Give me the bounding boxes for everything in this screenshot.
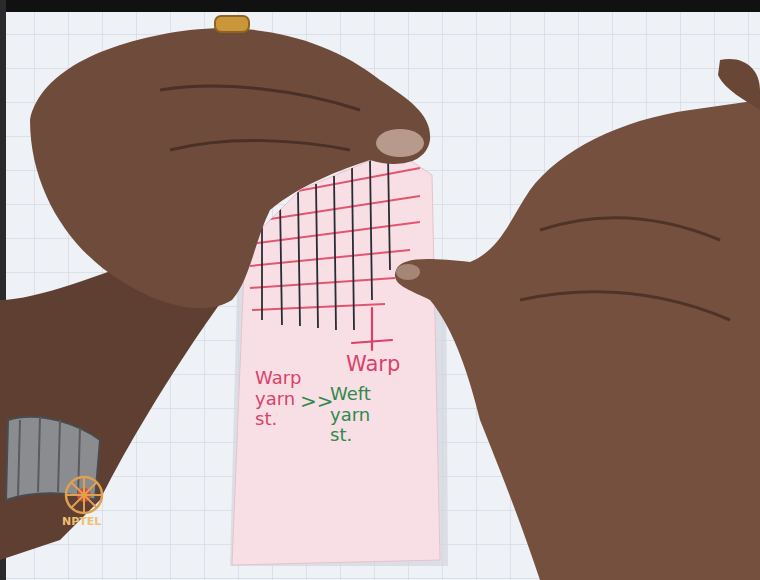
right-fingertip <box>718 59 760 110</box>
fingernail <box>396 264 420 280</box>
finger-creases <box>160 86 360 150</box>
left-hand <box>30 28 430 308</box>
wrist-watch <box>6 417 100 500</box>
right-hand <box>395 100 760 580</box>
warp-label: Warp <box>346 352 436 376</box>
handwritten-note: Warp yarn st. <box>255 368 299 430</box>
logo-emblem <box>66 477 102 513</box>
ring <box>215 16 249 32</box>
thumbnail <box>376 129 424 157</box>
watermark: NPTEL <box>62 516 112 529</box>
logo-spokes <box>66 477 102 513</box>
right-finger-creases <box>520 218 730 320</box>
handwritten-note: Weft yarn st. <box>330 384 378 446</box>
frame-bar <box>0 0 760 12</box>
comparison-sign: >> <box>300 390 330 413</box>
